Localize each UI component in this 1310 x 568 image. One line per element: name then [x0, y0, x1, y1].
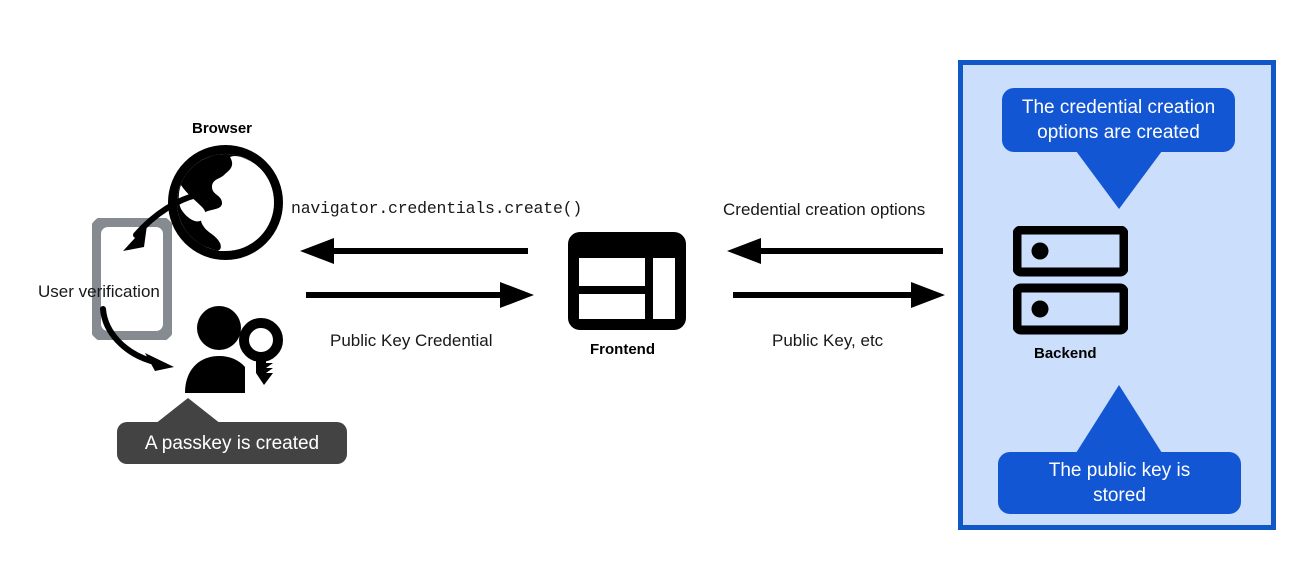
- backend-label: Backend: [1034, 345, 1097, 362]
- arrow-browser-to-frontend-icon: [306, 282, 534, 308]
- backend-bottom-callout: The public key is stored: [998, 452, 1241, 514]
- webpage-layout-icon: [568, 232, 686, 330]
- arrow-browser-to-phone-icon: [95, 185, 205, 265]
- person-with-key-icon: [185, 305, 285, 397]
- arrow-phone-to-user-icon: [95, 305, 205, 377]
- frontend-label: Frontend: [590, 341, 655, 358]
- smartphone-icon: [92, 218, 172, 340]
- backend-top-callout-tail-icon: [1076, 151, 1162, 209]
- backend-bottom-callout-tail-icon: [1076, 385, 1162, 453]
- credential-creation-options-label: Credential creation options: [723, 200, 926, 219]
- arrow-frontend-to-browser-icon: [300, 238, 528, 264]
- arrow-frontend-to-backend-icon: [733, 282, 945, 308]
- backend-top-callout: The credential creation options are crea…: [1002, 88, 1235, 152]
- passkey-callout: A passkey is created: [117, 422, 347, 464]
- browser-label: Browser: [192, 120, 253, 137]
- globe-icon: [168, 145, 283, 260]
- backend-top-callout-text: The credential creation options are crea…: [1021, 97, 1216, 143]
- passkey-callout-tail-icon: [155, 398, 221, 424]
- public-key-credential-label: Public Key Credential: [330, 331, 493, 350]
- arrow-backend-to-frontend-icon: [727, 238, 943, 264]
- passkey-callout-text: A passkey is created: [144, 432, 320, 454]
- navigator-credentials-create-label: navigator.credentials.create(): [291, 199, 583, 218]
- backend-bottom-callout-text: The public key is stored: [1048, 460, 1191, 506]
- public-key-etc-label: Public Key, etc: [772, 331, 884, 350]
- user-verification-label: User verification: [38, 282, 160, 301]
- server-rack-icon: [1013, 226, 1128, 336]
